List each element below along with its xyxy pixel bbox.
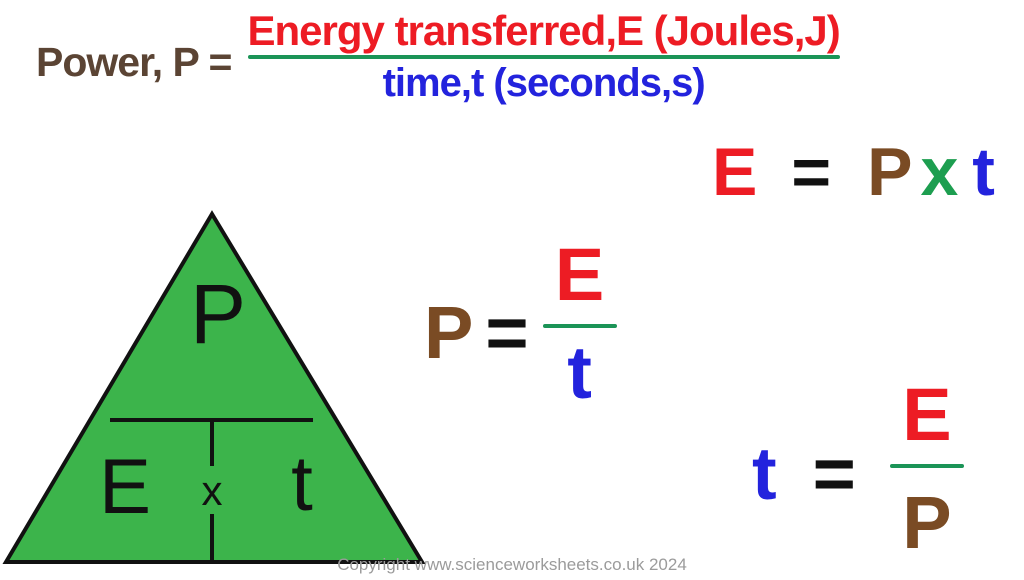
formula-triangle [2,210,426,564]
power-definition-formula: Power, P = Energy transferred,E (Joules,… [36,7,841,106]
equation-energy-times: x [920,134,959,210]
triangle-letter-e: E [98,442,152,530]
triangle-multiply-sign: x [201,467,223,514]
definition-fraction-bar [247,55,840,60]
equation-energy-lhs: E [712,134,758,210]
equation-time-equals: = [812,432,856,515]
time-denominator: time,t (seconds,s) [382,61,706,106]
equation-energy-equals: = [791,134,832,210]
equation-time-denominator: P [902,481,952,565]
triangle-letter-p: P [189,267,247,361]
equation-time-numerator: E [902,373,952,456]
equation-time: t = E P [752,373,964,565]
equation-time-fraction: E P [889,373,964,565]
energy-numerator: Energy transferred,E (Joules,J) [247,7,841,54]
equation-energy-power: P [867,134,913,210]
equation-power: P = E t [424,233,617,415]
equation-time-lhs: t [752,432,777,515]
equation-energy: E = P x t [712,134,995,210]
equation-power-lhs: P [424,291,474,374]
equation-power-equals: = [485,291,529,374]
equation-energy-time: t [972,134,995,210]
definition-fraction: Energy transferred,E (Joules,J) time,t (… [247,7,841,106]
power-label: Power, P = [36,39,233,86]
equation-power-denominator: t [567,331,592,415]
equation-power-fraction-bar [542,324,617,329]
copyright-text: Copyright www.scienceworksheets.co.uk 20… [337,555,687,574]
triangle-letter-t: t [291,439,313,527]
equation-time-fraction-bar [889,464,964,469]
equation-power-fraction: E t [542,233,617,415]
equation-power-numerator: E [554,233,605,316]
